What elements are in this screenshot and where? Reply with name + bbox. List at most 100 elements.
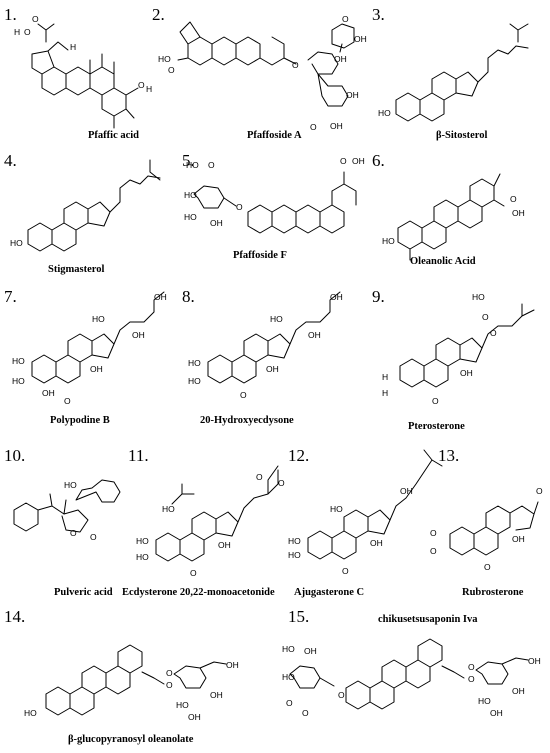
svg-text:OH: OH <box>308 330 321 340</box>
svg-text:HO: HO <box>92 314 105 324</box>
svg-text:OH: OH <box>304 646 317 656</box>
compound-9-number: 9. <box>372 287 385 306</box>
svg-text:O: O <box>510 194 517 204</box>
compound-7-name: Polypodine B <box>50 415 110 426</box>
svg-text:HO: HO <box>382 236 395 246</box>
svg-text:H: H <box>70 42 76 52</box>
svg-text:O: O <box>302 708 309 718</box>
svg-text:O: O <box>536 486 543 496</box>
svg-text:HO: HO <box>288 536 301 546</box>
compound-6-number: 6. <box>372 151 385 170</box>
compound-12-name: Ajugasterone C <box>294 587 365 598</box>
compound-5-number: 5. <box>182 151 195 170</box>
svg-text:O: O <box>342 14 349 24</box>
compound-5-name: Pfaffoside F <box>233 250 287 261</box>
svg-text:O: O <box>342 566 349 576</box>
compound-14-name: β-glucopyranosyl oleanolate <box>68 734 194 745</box>
compound-1-name: Pfaffic acid <box>88 130 140 141</box>
compound-4-number: 4. <box>4 151 17 170</box>
svg-text:H: H <box>146 84 152 94</box>
svg-text:OH: OH <box>352 156 365 166</box>
compound-14-number: 14. <box>4 607 26 626</box>
svg-text:HO: HO <box>158 54 171 64</box>
svg-text:OH: OH <box>154 292 167 302</box>
svg-text:OH: OH <box>210 690 223 700</box>
compound-11-name: Ecdysterone 20,22-monoacetonide <box>122 587 275 598</box>
compound-3-structure: HO <box>378 23 529 122</box>
svg-text:OH: OH <box>346 90 359 100</box>
svg-text:HO: HO <box>176 700 189 710</box>
svg-text:O: O <box>484 562 491 572</box>
svg-text:HO: HO <box>330 504 343 514</box>
svg-text:O: O <box>236 202 243 212</box>
svg-text:O: O <box>278 478 285 488</box>
svg-text:O: O <box>166 668 173 678</box>
svg-text:HO: HO <box>10 238 23 248</box>
compound-10-name: Pulveric acid <box>54 587 113 598</box>
compound-3-number: 3. <box>372 5 385 24</box>
svg-text:HO: HO <box>136 552 149 562</box>
svg-text:OH: OH <box>218 540 231 550</box>
svg-text:O: O <box>138 80 145 90</box>
svg-text:O: O <box>32 14 39 24</box>
svg-text:HO: HO <box>186 160 199 170</box>
compound-5-structure: HO O HO HO OH O O OH <box>184 156 365 234</box>
svg-text:O: O <box>430 546 437 556</box>
svg-text:OH: OH <box>330 121 343 131</box>
svg-text:OH: OH <box>132 330 145 340</box>
svg-text:H: H <box>382 372 388 382</box>
svg-text:HO: HO <box>12 356 25 366</box>
svg-text:HO: HO <box>136 536 149 546</box>
compound-11-number: 11. <box>128 446 149 465</box>
svg-text:O: O <box>432 396 439 406</box>
svg-text:OH: OH <box>370 538 383 548</box>
svg-text:H: H <box>382 388 388 398</box>
svg-text:HO: HO <box>282 644 295 654</box>
svg-text:O: O <box>256 472 263 482</box>
compound-11-structure: HO O O HO HO O OH <box>136 465 285 578</box>
svg-text:HO: HO <box>162 504 175 514</box>
svg-text:O: O <box>468 662 475 672</box>
compound-1-structure: O O H H O H <box>14 14 152 129</box>
svg-text:HO: HO <box>478 696 491 706</box>
svg-text:HO: HO <box>184 212 197 222</box>
compound-15-name: chikusetsusaponin Iva <box>378 614 478 625</box>
compound-8-structure: OH HO OH HO HO O OH <box>188 291 343 400</box>
svg-text:OH: OH <box>188 712 201 722</box>
svg-text:O: O <box>310 122 317 132</box>
svg-text:HO: HO <box>12 376 25 386</box>
svg-text:O: O <box>240 390 247 400</box>
svg-text:OH: OH <box>512 534 525 544</box>
svg-text:OH: OH <box>460 368 473 378</box>
compound-9-name: Pterosterone <box>408 421 465 432</box>
compound-6-structure: HO O OH <box>382 173 525 261</box>
compound-12-number: 12. <box>288 446 310 465</box>
svg-text:OH: OH <box>334 54 347 64</box>
compound-3-name: β-Sitosterol <box>436 130 488 141</box>
compound-1-number: 1. <box>4 5 17 24</box>
svg-text:OH: OH <box>266 364 279 374</box>
svg-text:H: H <box>14 27 20 37</box>
compound-6-name: Oleanolic Acid <box>410 256 476 267</box>
svg-text:OH: OH <box>354 34 367 44</box>
svg-text:OH: OH <box>42 388 55 398</box>
compound-4-name: Stigmasterol <box>48 264 105 275</box>
svg-text:HO: HO <box>282 672 295 682</box>
svg-text:HO: HO <box>184 190 197 200</box>
svg-text:OH: OH <box>226 660 239 670</box>
compound-10-number: 10. <box>4 446 26 465</box>
svg-text:O: O <box>292 60 299 70</box>
svg-text:HO: HO <box>472 292 485 302</box>
svg-text:OH: OH <box>330 292 343 302</box>
compound-7-number: 7. <box>4 287 17 306</box>
compound-2-number: 2. <box>152 5 165 24</box>
svg-text:O: O <box>90 532 97 542</box>
svg-text:OH: OH <box>400 486 413 496</box>
compound-9-structure: HO O O H H O OH <box>382 292 535 406</box>
svg-text:HO: HO <box>24 708 37 718</box>
svg-text:O: O <box>70 528 77 538</box>
svg-text:O: O <box>24 27 31 37</box>
svg-text:O: O <box>340 156 347 166</box>
svg-text:O: O <box>338 690 345 700</box>
